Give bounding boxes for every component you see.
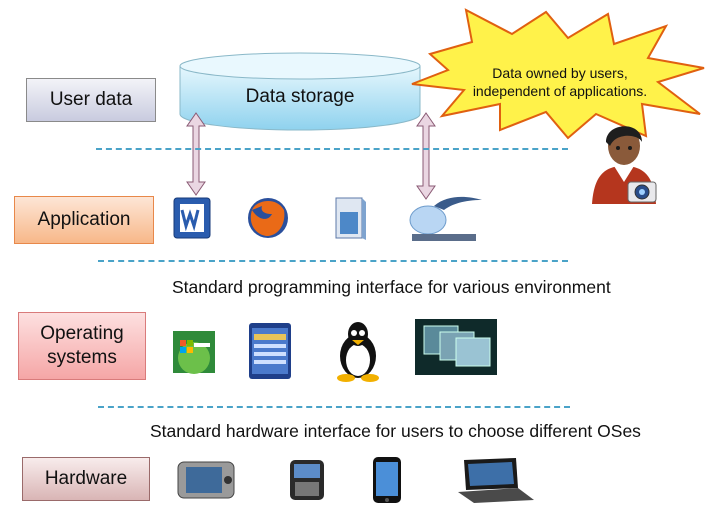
hardware-interface-text: Standard hardware interface for users to…	[150, 421, 641, 441]
iphone-icon	[373, 457, 401, 503]
laptop-icon	[458, 458, 534, 503]
callout-burst	[411, 8, 705, 140]
divider-line-1	[96, 148, 568, 150]
word-icon	[173, 197, 211, 239]
user-person-icon	[592, 126, 657, 204]
desktop-os-icon	[415, 319, 497, 375]
openoffice-storage-arrow	[416, 112, 436, 200]
firefox-icon	[248, 198, 288, 238]
openoffice-icon	[409, 196, 482, 241]
office-box-icon	[335, 197, 366, 240]
blackberry-icon	[290, 460, 324, 500]
data-storage-cylinder	[179, 52, 421, 131]
linux-penguin-icon	[337, 322, 379, 382]
programming-interface-text: Standard programming interface for vario…	[172, 277, 611, 297]
user-data-label: User data	[26, 78, 156, 122]
smartphone-os-icon	[249, 323, 291, 379]
communicator-device-icon	[177, 461, 235, 499]
word-storage-arrow	[186, 112, 206, 196]
data-storage-label: Data storage	[245, 86, 355, 107]
divider-line-3	[98, 406, 570, 408]
windows-mobile-icon	[173, 331, 215, 374]
operating-systems-label: Operating systems	[18, 312, 146, 380]
application-label: Application	[14, 196, 154, 244]
callout-text: Data owned by users, independent of appl…	[472, 65, 648, 99]
hardware-label: Hardware	[22, 457, 150, 501]
divider-line-2	[98, 260, 568, 262]
